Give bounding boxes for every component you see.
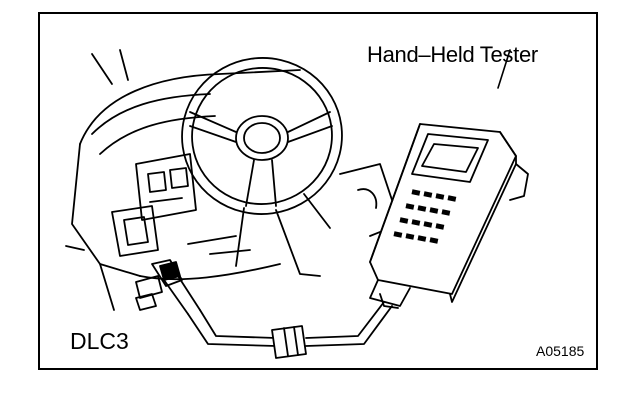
illustration: [65, 49, 529, 359]
hand-held-tester: [369, 49, 529, 309]
cable-filter: [271, 301, 393, 359]
steering-wheel: [181, 57, 343, 277]
keypad: [393, 189, 457, 244]
figure-code: A05185: [536, 343, 585, 359]
dlc3-connector: [135, 261, 277, 347]
hand-held-tester-label: Hand–Held Tester: [367, 42, 538, 67]
figure-frame: Hand–Held Tester DLC3 A05185: [38, 12, 598, 370]
dashboard: [65, 49, 401, 311]
dlc3-label: DLC3: [70, 328, 129, 354]
lower-dash: [139, 235, 281, 287]
